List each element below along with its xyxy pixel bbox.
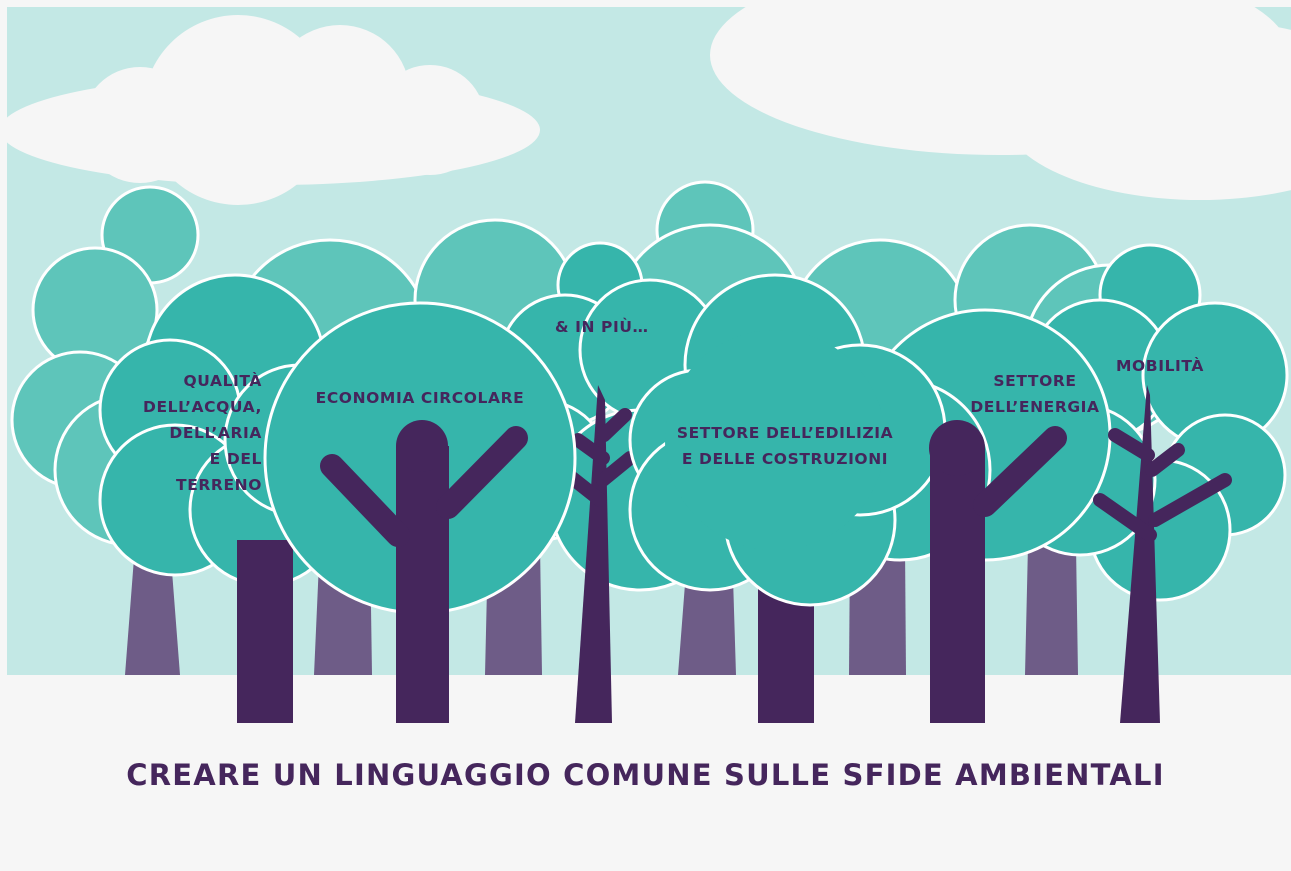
label-and-more: & IN PIÙ… bbox=[555, 318, 649, 336]
label-water-air-soil: QUALITÀ DELL’ACQUA, DELL’ARIA E DEL TERR… bbox=[143, 372, 262, 494]
headline: CREARE UN LINGUAGGIO COMUNE SULLE SFIDE … bbox=[126, 758, 1165, 792]
cloud-left bbox=[0, 15, 540, 205]
label-mobility: MOBILITÀ bbox=[1116, 357, 1204, 375]
canopy-circular-economy bbox=[263, 301, 577, 723]
energy-trunk bbox=[929, 420, 1067, 723]
label-circular-economy: ECONOMIA CIRCOLARE bbox=[315, 389, 525, 407]
label-construction: SETTORE DELL’EDILIZIA E DELLE COSTRUZION… bbox=[676, 424, 894, 468]
canopy-construction bbox=[628, 273, 947, 607]
label-energy: SETTORE DELL’ENERGIA bbox=[970, 372, 1100, 416]
cloud-right bbox=[710, 0, 1291, 200]
